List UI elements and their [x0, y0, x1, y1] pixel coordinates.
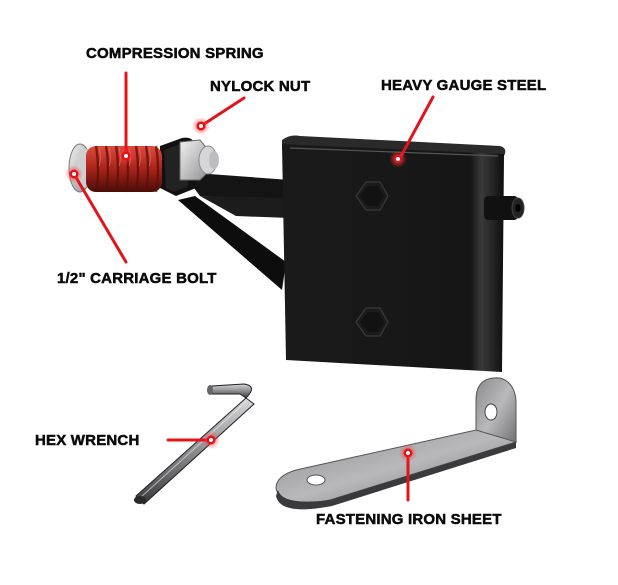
spring-assembly	[68, 139, 219, 193]
bracket-arm	[160, 137, 290, 290]
steel-receiver-box	[282, 135, 525, 372]
label-heavy-gauge-steel: HEAVY GAUGE STEEL	[381, 77, 547, 94]
label-fastening-iron-sheet: FASTENING IRON SHEET	[316, 511, 502, 528]
callout-line-carriage-bolt	[72, 172, 128, 264]
iron-sheet-illustration	[275, 377, 518, 510]
callout-line-heavy-gauge-steel	[398, 95, 435, 160]
callout-dots	[65, 117, 417, 462]
callout-dot-hex-wrench	[202, 431, 220, 449]
callout-dot-carriage-bolt	[65, 165, 83, 183]
callout-line-nylock-nut	[202, 96, 246, 126]
callout-dot-fastening-iron-sheet	[399, 444, 417, 462]
hex-wrench-illustration	[134, 383, 255, 505]
callout-dot-nylock-nut	[192, 117, 210, 135]
label-carriage-bolt: 1/2" CARRIAGE BOLT	[57, 270, 217, 287]
label-hex-wrench: HEX WRENCH	[35, 432, 140, 449]
label-nylock-nut: NYLOCK NUT	[210, 78, 311, 95]
label-compression-spring: COMPRESSION SPRING	[86, 45, 264, 62]
callout-dot-heavy-gauge-steel	[389, 150, 407, 168]
callout-dot-compression-spring	[117, 147, 135, 165]
